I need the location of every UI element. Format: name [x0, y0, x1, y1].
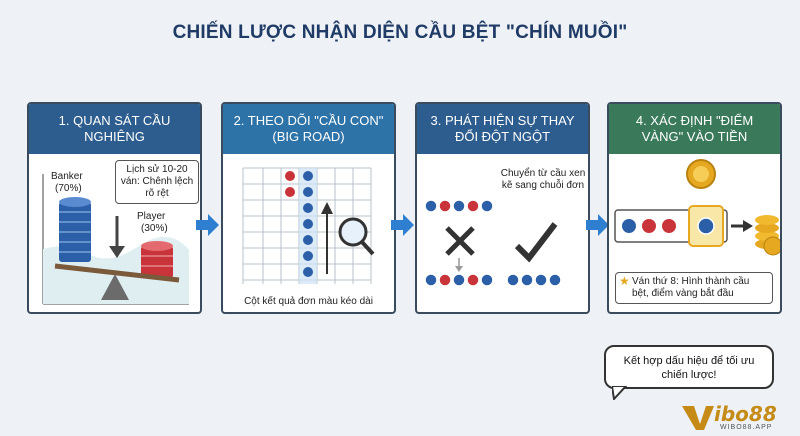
- red-markers: [285, 171, 295, 197]
- check-icon: [514, 222, 558, 263]
- step-4-note: ★ Ván thứ 8: Hình thành cầu bệt, điểm và…: [615, 272, 773, 304]
- golden-point-illustration: [614, 159, 780, 256]
- arrow-right-icon: [196, 214, 219, 236]
- summary-bubble: Kết hợp dấu hiệu để tối ưu chiến lược!: [604, 345, 774, 389]
- banker-percent: (70%): [55, 183, 82, 194]
- player-label: Player: [137, 211, 166, 222]
- step-4-card: 4. XÁC ĐỊNH "ĐIỂM VÀNG" VÀO TIỀN: [607, 102, 782, 314]
- big-road-grid: [242, 167, 375, 284]
- logo-text: ibo88: [714, 402, 777, 426]
- step-3-header: 3. PHÁT HIỆN SỰ THAY ĐỔI ĐỘT NGỘT: [417, 104, 588, 154]
- logo-subtext: WIBO88.APP: [720, 424, 773, 431]
- alternating-chips: [424, 199, 494, 213]
- step-2-header: 2. THEO DÕI "CẦU CON" (BIG ROAD): [223, 104, 394, 154]
- player-chip-stack: [141, 241, 173, 278]
- cross-icon: [445, 226, 475, 256]
- step-1-header: 1. QUAN SÁT CẦU NGHIÊNG: [29, 104, 200, 154]
- banker-chip-stack: [59, 197, 91, 262]
- player-percent: (30%): [141, 223, 168, 234]
- banker-label: Banker: [51, 171, 83, 182]
- bubble-tail: [612, 386, 628, 400]
- step-2-body: Cột kết quả đơn màu kéo dài: [223, 154, 394, 312]
- step-2-card: 2. THEO DÕI "CẦU CON" (BIG ROAD): [221, 102, 396, 314]
- gold-coin-icon: [686, 159, 716, 189]
- page-title: CHIẾN LƯỢC NHẬN DIỆN CẦU BỆT "CHÍN MUỒI": [172, 22, 628, 43]
- balance-scale-illustration: [42, 174, 189, 305]
- step-1-card: 1. QUAN SÁT CẦU NGHIÊNG: [27, 102, 202, 314]
- step-3-body: Chuyển từ cầu xen kẽ sang chuỗi đơn: [417, 154, 588, 312]
- arrow-right-icon: [586, 214, 609, 236]
- step-3-card: 3. PHÁT HIỆN SỰ THAY ĐỔI ĐỘT NGỘT: [415, 102, 590, 314]
- wibo88-logo: [682, 406, 714, 430]
- step-4-body: ★ Ván thứ 8: Hình thành cầu bệt, điểm và…: [609, 154, 780, 312]
- magnifier-icon: [338, 217, 375, 256]
- arrow-right-icon: [391, 214, 414, 236]
- step-2-caption: Cột kết quả đơn màu kéo dài: [244, 296, 373, 307]
- step-1-note: Lịch sử 10-20 ván: Chênh lệch rõ rệt: [115, 160, 199, 204]
- star-icon: ★: [619, 274, 630, 288]
- mixed-chips-row: [424, 273, 494, 287]
- single-chips-row: [506, 273, 562, 287]
- blue-markers: [303, 171, 313, 277]
- change-illustration: [424, 199, 562, 287]
- coin-stack-icon: [755, 215, 780, 256]
- step-4-header: 4. XÁC ĐỊNH "ĐIỂM VÀNG" VÀO TIỀN: [609, 104, 780, 154]
- step-3-note: Chuyển từ cầu xen kẽ sang chuỗi đơn: [500, 168, 586, 191]
- step-4-note-text: Ván thứ 8: Hình thành cầu bệt, điểm vàng…: [632, 276, 750, 299]
- step-1-body: Banker (70%) Player (30%) Lịch sử 10-20 …: [29, 154, 200, 312]
